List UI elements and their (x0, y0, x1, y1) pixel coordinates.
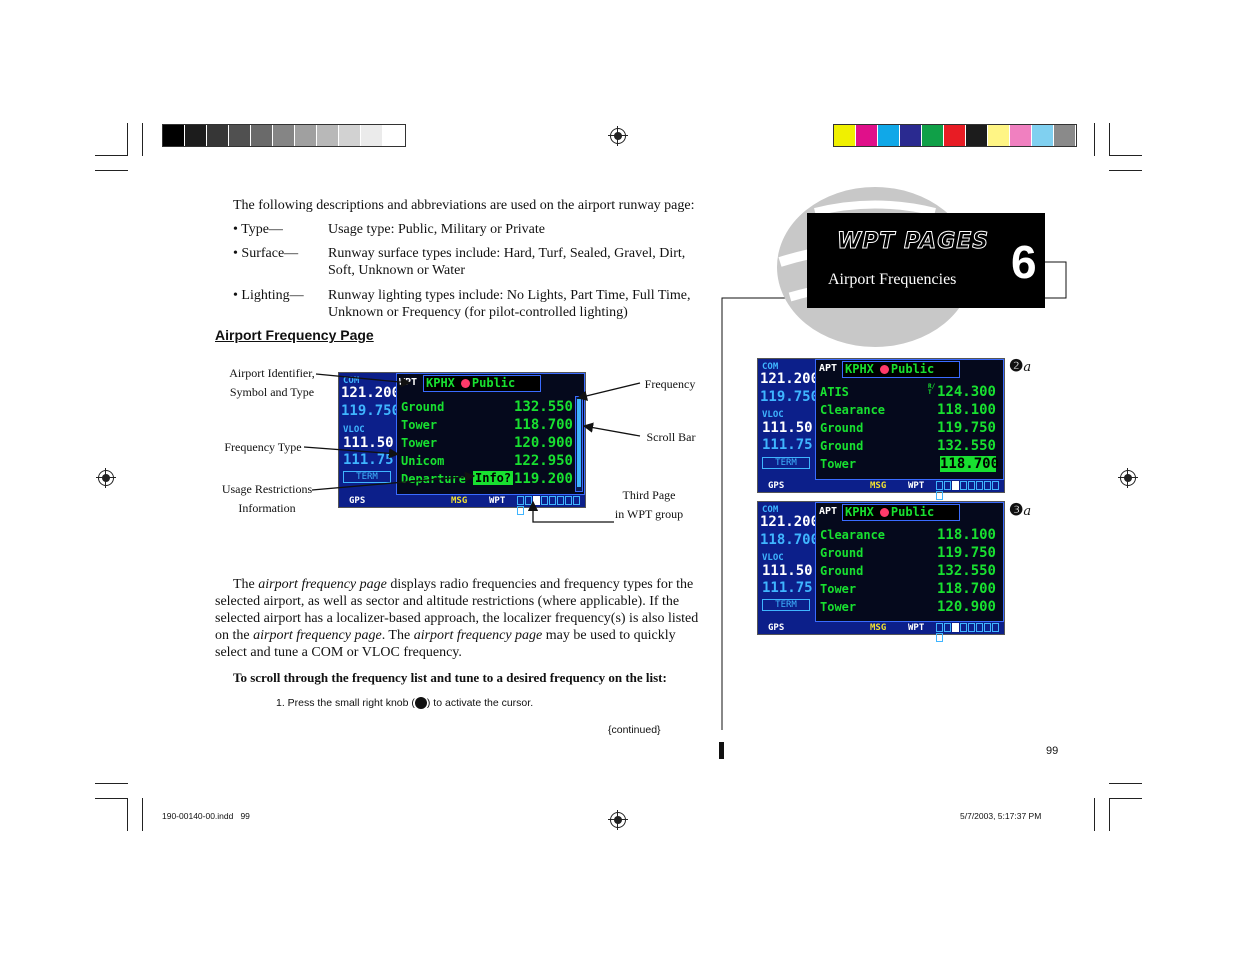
color-swatch (834, 125, 856, 146)
com-active-freq: 121.200 (760, 371, 820, 387)
color-swatch (900, 125, 922, 146)
color-swatch (856, 125, 878, 146)
procedure-heading: To scroll through the frequency list and… (233, 670, 667, 685)
freq-type-row: Ground (401, 400, 445, 414)
chapter-title: WPT PAGES (836, 229, 990, 255)
airport-type: Public (471, 376, 516, 390)
callout-frequency-type: Frequency Type (224, 440, 302, 454)
footer-filename: 190-00140-00.indd 99 (162, 811, 250, 821)
grayscale-color-bar (162, 124, 406, 147)
color-swatch (922, 125, 944, 146)
color-swatch (185, 125, 207, 146)
callout-airport-identifier: Airport Identifier,Symbol and Type (229, 366, 315, 399)
chapter-number: 6 (1011, 236, 1037, 288)
vloc-label: VLOC (343, 425, 365, 435)
color-swatch (361, 125, 383, 146)
com-standby-freq: 118.700 (760, 532, 820, 548)
color-swatch (988, 125, 1010, 146)
term-type: • Type— (233, 222, 283, 237)
color-swatch (1054, 125, 1076, 146)
color-swatch (229, 125, 251, 146)
freq-value-row: 119.200 (513, 471, 573, 487)
color-swatch (944, 125, 966, 146)
usage-restriction-info: Info? (473, 471, 514, 485)
color-swatch (1032, 125, 1054, 146)
public-airport-symbol-icon (460, 379, 470, 388)
registration-mark-bottom (608, 810, 628, 830)
airport-ident: KPHX (426, 376, 455, 390)
status-bar: GPS MSG WPT (339, 495, 585, 515)
gps-screen-step-2: COM 121.200 119.750 VLOC 111.50 111.75 T… (757, 358, 1005, 500)
com-standby-freq: 119.750 (341, 403, 401, 419)
color-swatch (251, 125, 273, 146)
selected-frequency: 118.700 (940, 456, 1000, 472)
public-airport-symbol-icon (879, 365, 889, 374)
com-active-freq: 121.200 (341, 385, 401, 401)
term-lighting: • Lighting— (233, 288, 304, 303)
term-surface: • Surface— (233, 246, 299, 261)
vloc-standby-freq: 111.75 (762, 437, 813, 453)
color-swatch (273, 125, 295, 146)
freq-value-row: 118.700 (513, 417, 573, 433)
desc-type: Usage type: Public, Military or Private (328, 222, 545, 237)
push-crsr-knob-icon (414, 697, 427, 710)
freq-value-row: 132.550 (513, 399, 573, 415)
process-color-bar (833, 124, 1077, 147)
callout-scroll-bar: Scroll Bar (646, 430, 696, 444)
vloc-active-freq: 111.50 (343, 435, 394, 451)
continued-label: {continued} (608, 724, 661, 736)
color-swatch (317, 125, 339, 146)
registration-mark-top (608, 126, 628, 146)
page-number: 99 (1046, 745, 1059, 757)
step-2-marker: ❷a (1009, 356, 1032, 375)
vloc-active-freq: 111.50 (762, 420, 813, 436)
color-swatch (878, 125, 900, 146)
freq-type-row: Tower (401, 436, 438, 450)
freq-value-row: 120.900 (513, 435, 573, 451)
color-swatch (383, 125, 405, 146)
freq-type-row: Unicom (401, 454, 445, 468)
step-1: 1. Press the small right knob () to acti… (276, 697, 534, 710)
description-paragraph: The airport frequency page displays radi… (215, 577, 699, 660)
vloc-active-freq: 111.50 (762, 563, 813, 579)
gps-screen-main: COM 121.200 119.750 VLOC 111.50 111.75 T… (338, 372, 586, 515)
freq-value-row: 122.950 (513, 453, 573, 469)
registration-mark-right (1118, 468, 1138, 488)
color-swatch (295, 125, 317, 146)
section-heading: Airport Frequency Page (215, 327, 374, 343)
com-label: COM (343, 376, 360, 386)
color-swatch (163, 125, 185, 146)
term-indicator: TERM (343, 471, 391, 483)
step-3-marker: ❸a (1009, 500, 1032, 519)
com-standby-freq: 119.750 (760, 389, 820, 405)
com-active-freq: 121.200 (760, 514, 820, 530)
color-swatch (1010, 125, 1032, 146)
chapter-subtitle: Airport Frequencies (828, 271, 957, 288)
callout-frequency: Frequency (644, 377, 696, 391)
registration-mark-left (96, 468, 116, 488)
public-airport-symbol-icon (879, 508, 889, 517)
vloc-standby-freq: 111.75 (343, 452, 394, 468)
footer-timestamp: 5/7/2003, 5:17:37 PM (960, 811, 1042, 821)
color-swatch (207, 125, 229, 146)
vloc-standby-freq: 111.75 (762, 580, 813, 596)
gps-screen-step-3: COM 121.200 118.700 VLOC 111.50 111.75 T… (757, 501, 1005, 642)
status-bar: GPS MSG WPT (758, 622, 1004, 642)
airport-identifier-box: KPHX Public (423, 375, 541, 392)
desc-lighting: Runway lighting types include: No Lights… (328, 288, 691, 320)
freq-type-row: Tower (401, 418, 438, 432)
status-bar: GPS MSG WPT (758, 480, 1004, 500)
color-swatch (339, 125, 361, 146)
intro-text: The following descriptions and abbreviat… (233, 198, 695, 213)
color-swatch (966, 125, 988, 146)
desc-surface: Runway surface types include: Hard, Turf… (328, 246, 686, 278)
chapter-tab: WPT PAGES Airport Frequencies 6 (807, 213, 1045, 308)
